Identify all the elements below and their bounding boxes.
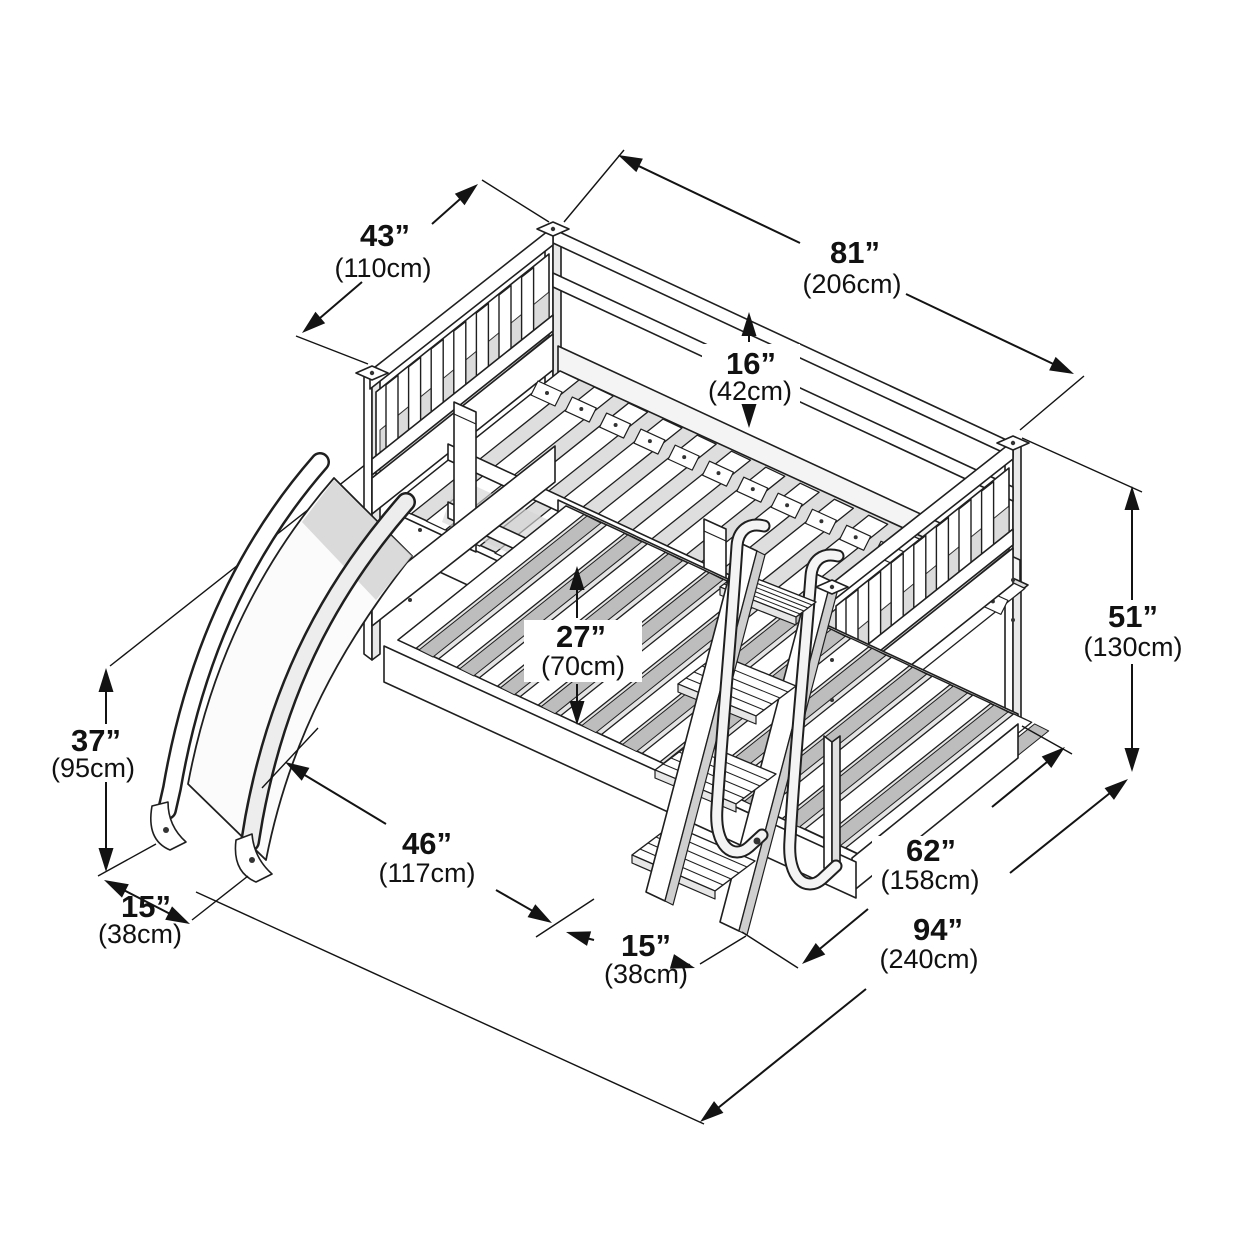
dim-width-in: 43”: [360, 218, 410, 253]
dim-spacing-in: 27”: [556, 619, 606, 654]
extension-lines: [97, 149, 1143, 969]
dim-ladder-cm: (38cm): [604, 959, 688, 989]
dimension-annotations: 43” (110cm) 81” (206cm) 16” (42cm) 27” (…: [51, 149, 1188, 1122]
dim-depthladder-in: 62”: [906, 833, 956, 868]
dim-footprint-in: 94”: [913, 912, 963, 947]
dim-slidefoot-cm: (38cm): [98, 919, 182, 949]
dim-slidefoot-in: 15”: [121, 889, 171, 924]
bunk-bed-drawing: [150, 221, 1050, 936]
dim-depthladder-cm: (158cm): [880, 865, 979, 895]
dim-length-cm: (206cm): [802, 269, 901, 299]
dim-sliderun-cm: (117cm): [378, 858, 475, 888]
dim-سliderun-in: 46”: [402, 826, 452, 861]
dim-footprint-cm: (240cm): [879, 944, 978, 974]
dim-length-in: 81”: [830, 235, 880, 270]
dim-slideheight-cm: (95cm): [51, 753, 135, 783]
dim-width-cm: (110cm): [334, 253, 431, 283]
dim-slideheight-in: 37”: [71, 723, 121, 758]
arrowheads: [98, 155, 1140, 1122]
dim-spacing-cm: (70cm): [541, 651, 625, 681]
dim-height-in: 51”: [1108, 599, 1158, 634]
dim-rail-in: 16”: [726, 346, 776, 381]
dim-height-cm: (130cm): [1083, 632, 1182, 662]
dim-rail-cm: (42cm): [708, 376, 792, 406]
dim-ladder-in: 15”: [621, 928, 671, 963]
dimension-labels: 43” (110cm) 81” (206cm) 16” (42cm) 27” (…: [51, 218, 1183, 989]
